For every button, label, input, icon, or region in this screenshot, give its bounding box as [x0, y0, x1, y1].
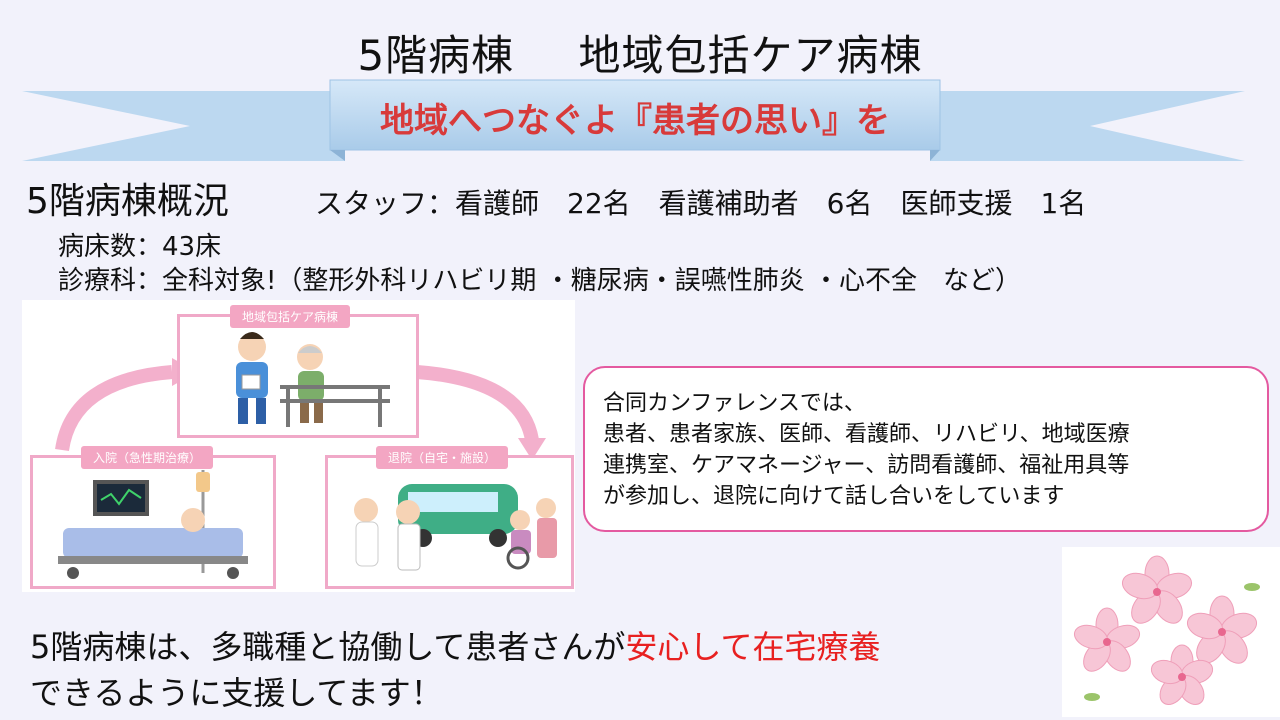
discharge-label: 退院（自宅・施設） — [376, 446, 509, 469]
ribbon-banner — [22, 79, 1245, 161]
department-line: 診療科：全科対象!（整形外科リハビリ期 ・糖尿病・誤嚥性肺炎 ・心不全 など） — [58, 266, 1021, 296]
care-flow-illustration: 地域包括ケア病棟 入院（急性期治療） — [22, 300, 575, 592]
admission-box: 入院（急性期治療） — [30, 446, 276, 589]
staff-line: スタッフ：看護師 22名 看護補助者 6名 医師支援 1名 — [315, 187, 1087, 220]
beds-line: 病床数：43床 — [58, 232, 222, 262]
overview-heading: 5階病棟概況 — [26, 181, 229, 222]
conference-line-2: 患者、患者家族、医師、看護師、リハビリ、地域医療 — [603, 422, 1130, 447]
conference-line-3: 連携室、ケアマネージャー、訪問看護師、福祉用具等 — [603, 453, 1130, 478]
rehab-illustration — [236, 332, 390, 427]
hospital-bed-illustration — [58, 470, 248, 579]
community-care-box: 地域包括ケア病棟 — [177, 305, 419, 438]
conference-line-1: 合同カンファレンスでは、 — [603, 391, 866, 416]
footer-highlight: 安心して在宅療養 — [625, 628, 881, 666]
nurse-doctor-illustration — [354, 484, 557, 571]
ribbon-slogan: 地域へつなぐよ『患者の思い』を — [380, 101, 890, 141]
footer-prefix: 5階病棟は、多職種と協働して患者さんが — [30, 628, 626, 666]
title-ward: 5階病棟 — [357, 31, 515, 80]
conference-line-4: が参加し、退院に向けて話し合いをしています — [603, 484, 1065, 509]
sakura-flower-icon — [1062, 547, 1280, 717]
footer-line-2: できるように支援してます！ — [30, 674, 443, 712]
admission-label: 入院（急性期治療） — [81, 446, 214, 469]
footer-line-1: 5階病棟は、多職種と協働して患者さんが安心して在宅療養 — [30, 622, 880, 668]
page-title: 5階病棟 地域包括ケア病棟 — [0, 22, 1280, 83]
discharge-box: 退院（自宅・施設） — [325, 446, 574, 589]
conference-box: 合同カンファレンスでは、 患者、患者家族、医師、看護師、リハビリ、地域医療 連携… — [583, 366, 1269, 532]
title-ward-type: 地域包括ケア病棟 — [578, 31, 923, 80]
community-care-label: 地域包括ケア病棟 — [230, 305, 351, 328]
